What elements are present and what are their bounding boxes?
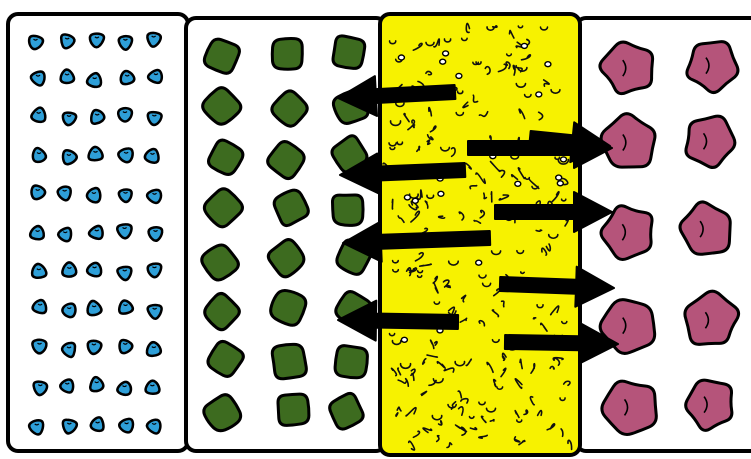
green-blob — [278, 394, 309, 425]
green-blob — [272, 344, 306, 378]
green-blob — [271, 291, 306, 326]
blue-dot — [30, 226, 44, 239]
matrix-bubble — [545, 62, 551, 67]
blue-dot — [118, 148, 132, 162]
green-blob — [333, 36, 365, 69]
matrix-bubble — [404, 195, 410, 200]
blue-dot — [119, 36, 132, 50]
blue-dot — [119, 419, 133, 433]
matrix-bubble — [443, 51, 449, 56]
blue-dot — [61, 34, 74, 48]
blue-dot — [148, 112, 162, 125]
blue-dot — [119, 300, 133, 313]
blue-dot — [147, 342, 161, 356]
blue-dot — [60, 379, 73, 392]
green-blob — [332, 195, 363, 225]
green-blob — [204, 39, 239, 73]
matrix-squiggle — [491, 192, 492, 202]
blue-dot — [63, 150, 77, 164]
blue-dot — [90, 377, 103, 391]
matrix-squiggle — [435, 342, 437, 346]
blue-dot — [32, 340, 46, 354]
matrix-bubble — [556, 175, 562, 180]
matrix-bubble — [438, 191, 444, 196]
blue-dot — [91, 110, 104, 124]
blue-dot — [145, 149, 159, 163]
green-blob — [335, 346, 367, 378]
matrix-bubble — [476, 260, 482, 265]
matrix-bubble — [398, 55, 404, 60]
blue-dot — [34, 382, 47, 395]
blue-dot — [146, 381, 160, 394]
blue-dot — [119, 189, 132, 201]
matrix-bubble — [536, 92, 542, 97]
blue-dot — [120, 340, 133, 353]
matrix-bubble — [401, 337, 407, 342]
blue-dot — [62, 304, 75, 318]
matrix-squiggle — [533, 318, 535, 319]
blue-dot — [58, 228, 71, 241]
blue-dot — [121, 71, 135, 84]
blue-dot — [149, 227, 163, 240]
matrix-bubble — [515, 181, 521, 186]
blue-dot — [62, 262, 76, 276]
matrix-bubble — [521, 43, 527, 48]
blue-dot — [33, 300, 46, 313]
blue-dot — [29, 36, 43, 49]
blue-dot — [61, 70, 74, 83]
blue-dot — [88, 341, 102, 354]
blue-dot — [87, 188, 100, 202]
matrix-bubble — [412, 198, 418, 203]
blue-dot — [89, 147, 103, 160]
green-blob — [272, 39, 302, 70]
blue-dot — [147, 190, 161, 203]
blue-dot — [118, 108, 132, 121]
blue-dot — [31, 186, 45, 200]
blue-dot — [87, 263, 101, 276]
matrix-bubble — [557, 181, 563, 186]
blue-dot — [148, 264, 162, 278]
matrix-bubble — [561, 157, 567, 162]
matrix-bubble — [440, 59, 446, 64]
matrix-bubble — [456, 73, 462, 78]
